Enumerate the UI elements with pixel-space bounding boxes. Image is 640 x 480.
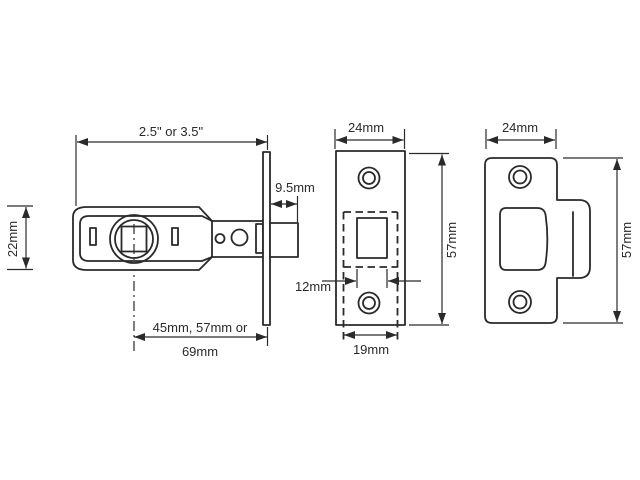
dim-faceplate-width-label: 24mm	[348, 120, 384, 135]
dim-case-height-label: 22mm	[5, 221, 20, 257]
latch-bolt	[269, 222, 299, 258]
dim-case-height: 22mm	[5, 205, 33, 271]
screw-hole-bottom-inner	[512, 294, 528, 310]
latch-case-inner-line	[79, 215, 213, 262]
screw-hole-bottom-inner	[362, 296, 376, 310]
fixing-slot-right	[171, 227, 179, 246]
dim-case-length-label: 2.5" or 3.5"	[139, 124, 204, 139]
latch-bolt-front	[356, 217, 388, 259]
screw-hole-top-outer	[357, 166, 381, 190]
dim-faceplate-width: 24mm	[334, 120, 406, 149]
dim-strike-width: 24mm	[485, 120, 557, 149]
dim-faceplate-height-label: 57mm	[444, 222, 459, 258]
dim-case-length: 2.5" or 3.5"	[75, 124, 269, 206]
dim-bolt-width: 12mm	[295, 269, 421, 294]
dim-bolt-projection: 9.5mm	[271, 180, 315, 222]
screw-hole-top-outer	[508, 165, 532, 189]
screw-hole-top-inner	[512, 169, 528, 185]
tube-hole-large	[230, 228, 249, 247]
tube-hole-small	[214, 233, 226, 244]
dim-strike-height-label: 57mm	[619, 222, 634, 258]
fixing-slot-left	[89, 227, 97, 246]
latch-side-view: 2.5" or 3.5" 9.5mm 22mm 45mm, 57mm or 69…	[5, 124, 315, 359]
faceplate-outline	[335, 150, 406, 326]
dim-faceplate-height: 57mm	[409, 152, 459, 326]
latch-case-outline	[72, 206, 263, 271]
dim-backset-label-line1: 45mm, 57mm or	[153, 320, 248, 335]
faceplate-front-view: 12mm 19mm 24mm 57mm	[295, 120, 459, 357]
spindle-follower-outer-circle	[109, 214, 159, 264]
dim-bolt-projection-label: 9.5mm	[275, 180, 315, 195]
strike-bolt-cutout	[499, 207, 549, 271]
dim-strike-height: 57mm	[563, 157, 634, 324]
dim-strike-width-label: 24mm	[502, 120, 538, 135]
screw-hole-bottom-outer	[357, 291, 381, 315]
screw-hole-top-inner	[362, 171, 376, 185]
dim-backset: 45mm, 57mm or 69mm	[134, 320, 269, 359]
strike-plate-view: 24mm 57mm	[484, 120, 634, 324]
strike-plate-outline	[484, 157, 591, 324]
screw-hole-bottom-outer	[508, 290, 532, 314]
dim-case-width: 19mm	[344, 331, 397, 357]
dim-case-width-label: 19mm	[353, 342, 389, 357]
faceplate-edge	[262, 151, 271, 326]
dim-bolt-width-label: 12mm	[295, 279, 331, 294]
dim-backset-label-line2: 69mm	[182, 344, 218, 359]
